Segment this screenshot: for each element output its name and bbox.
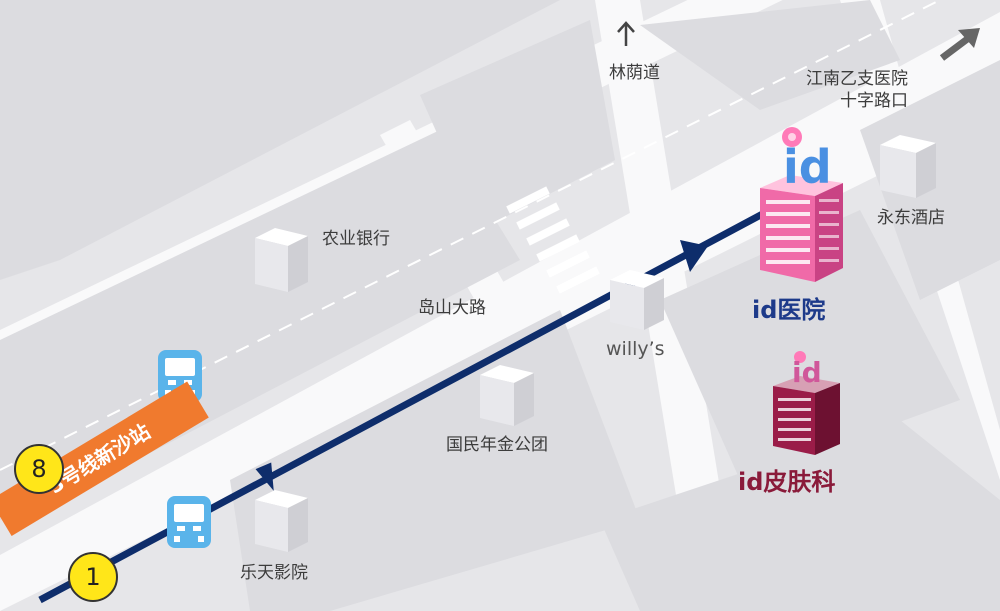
building-icon: [480, 365, 534, 426]
route-arrow-icon: [255, 462, 274, 491]
hospital-name: id医院: [752, 296, 826, 324]
building-icon: [255, 490, 308, 552]
hospital-logo: id: [783, 140, 832, 194]
dosan-road-label: 岛山大路: [418, 298, 486, 318]
building-icon: [610, 270, 664, 330]
bus-icon: [167, 496, 211, 548]
crosswalk: [506, 186, 600, 294]
nonghyup-bank-label: 农业银行: [322, 229, 390, 249]
block-north: [640, 0, 900, 110]
road-centerline: [0, 0, 943, 471]
landmark-cubes: [255, 135, 936, 552]
arrow-up-icon: [617, 21, 635, 46]
gangnam-intersection-line1: 江南乙支医院: [806, 69, 908, 89]
dermatology-logo: id: [792, 356, 822, 389]
arrow-up-right-icon: [939, 28, 980, 61]
gangnam-intersection-line2: 十字路口: [840, 91, 908, 111]
dermatology-building: [773, 351, 840, 455]
building-icon: [255, 228, 308, 292]
route-arrow-icon: [680, 240, 708, 272]
block-pension: [230, 310, 640, 611]
block-southeast: [600, 420, 1000, 611]
block-crosswalk: [420, 20, 615, 230]
exit-1-badge: 1: [68, 552, 118, 602]
linyin-road-label: 林荫道: [609, 63, 660, 83]
block-northwest: [0, 0, 560, 280]
flower-icon: [794, 351, 806, 363]
dermatology-name: id皮肤科: [738, 468, 836, 496]
hospital-building: [760, 127, 843, 282]
exit-8-badge: 8: [14, 444, 64, 494]
yongdong-hotel-label: 永东酒店: [877, 208, 945, 228]
pension-service-label: 国民年金公团: [446, 435, 548, 455]
lotte-cinema-label: 乐天影院: [240, 563, 308, 583]
building-icon: [880, 135, 936, 198]
gangnam-intersection-label: 江南乙支医院 十字路口: [806, 68, 908, 112]
block-clinic: [660, 210, 960, 480]
willys-label: willy’s: [606, 338, 665, 360]
